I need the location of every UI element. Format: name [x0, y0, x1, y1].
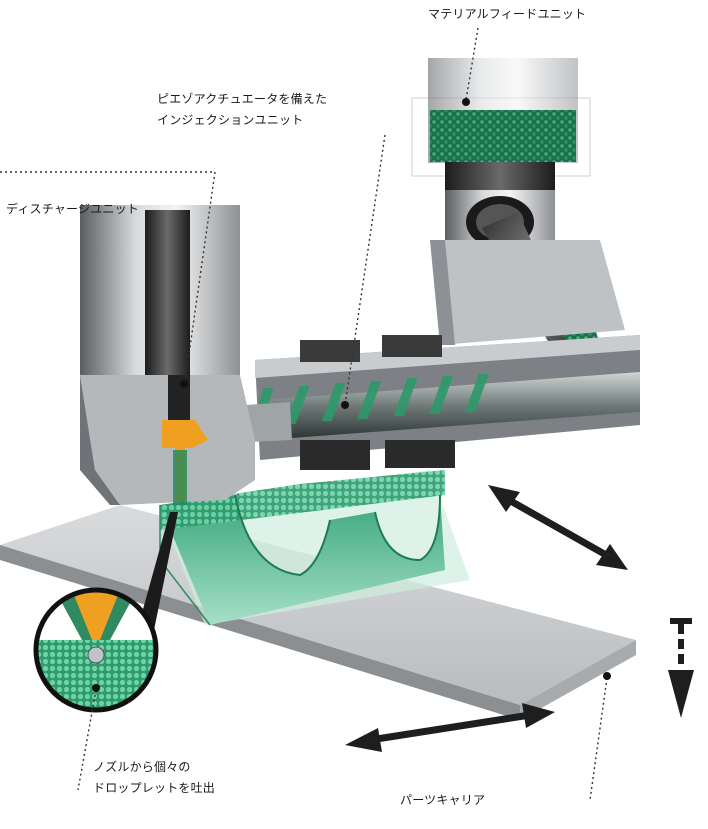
x-axis-arrow: [345, 703, 555, 752]
z-axis-arrow: [668, 618, 694, 718]
label-discharge-unit: ディスチャージユニット: [6, 202, 140, 216]
injection-unit: [142, 240, 640, 470]
label-nozzle-droplet: ノズルから個々の ドロップレットを吐出: [93, 760, 216, 795]
leader-dots: [92, 98, 611, 692]
nozzle-magnifier: [33, 512, 178, 713]
discharge-unit: [80, 205, 255, 505]
label-part-carrier: パーツキャリア: [400, 793, 486, 807]
label-injection-unit: ピエゾアクチュエータを備えた インジェクションユニット: [157, 92, 328, 127]
leader-lines: [0, 27, 608, 801]
motion-arrows: [345, 485, 694, 752]
y-axis-arrow: [488, 485, 628, 570]
printed-part: [159, 470, 470, 626]
label-material-feed: マテリアルフィードユニット: [428, 7, 587, 21]
